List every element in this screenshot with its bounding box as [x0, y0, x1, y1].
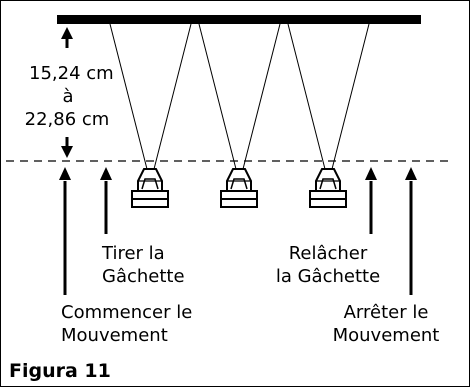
spray-fan-left	[109, 23, 192, 174]
pull-trigger-label: Tirer la Gâchette	[102, 243, 185, 287]
release-arrow-icon	[365, 167, 377, 180]
figure-caption: Figura 11	[9, 360, 111, 382]
spray-gun-center-icon	[220, 168, 258, 208]
spray-fan-right	[287, 23, 370, 174]
spray-surface	[57, 15, 421, 24]
spray-fan-center	[198, 23, 281, 174]
pull-arrow-icon	[100, 167, 112, 180]
spray-gun-left-icon	[131, 168, 169, 208]
stop-movement-label: Arrêter le Mouvement	[332, 302, 440, 346]
spray-fans	[109, 23, 370, 174]
label-arrows	[63, 181, 413, 295]
start-arrow-icon	[59, 167, 71, 180]
stop-arrow-icon	[405, 167, 417, 180]
distance-connector-label: à	[62, 86, 74, 107]
spray-gun-right-icon	[309, 168, 347, 208]
distance-arrow-up-icon	[61, 27, 73, 39]
release-trigger-label: Relâcher la Gâchette	[275, 243, 381, 287]
distance-min-label: 15,24 cm	[29, 63, 114, 84]
distance-max-label: 22,86 cm	[24, 109, 110, 130]
start-movement-label: Commencer le Mouvement	[61, 302, 193, 346]
distance-arrow-down-icon	[61, 146, 73, 158]
